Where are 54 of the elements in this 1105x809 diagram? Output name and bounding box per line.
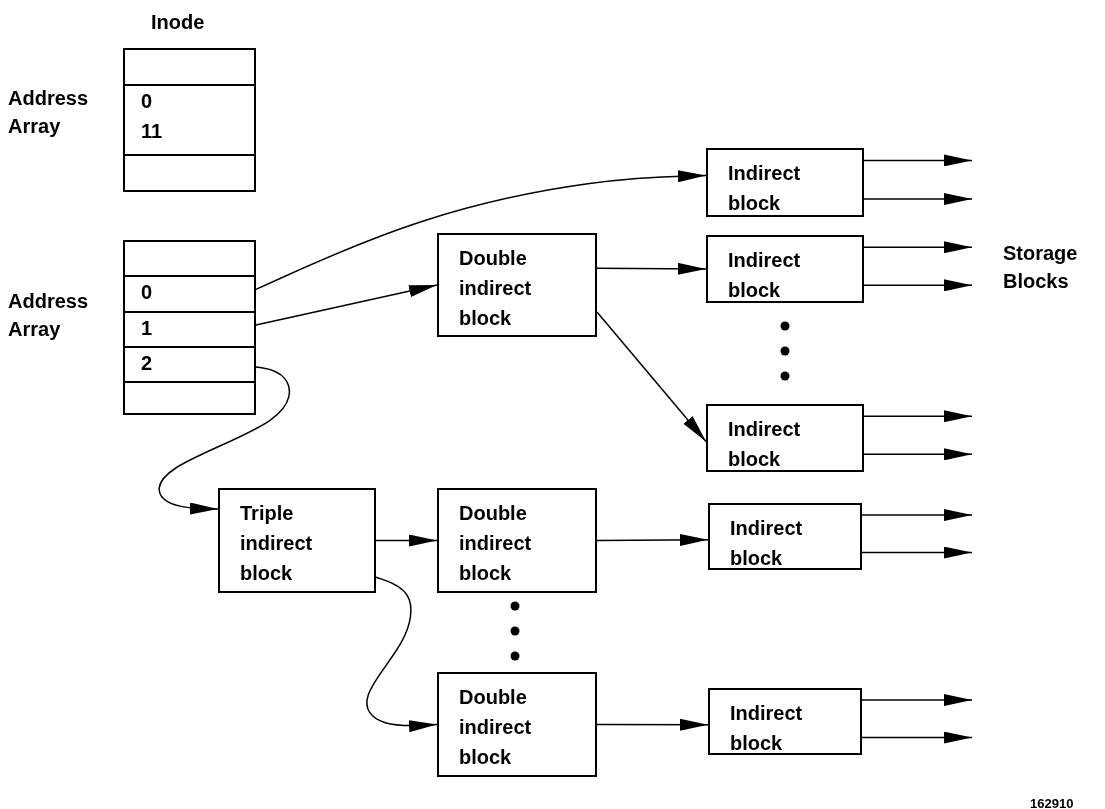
arrow: [596, 262, 707, 275]
array-index: 1: [141, 316, 154, 341]
array-index: 0: [141, 280, 154, 305]
figure-number: 162910: [1030, 795, 1074, 809]
block-box: [706, 235, 864, 303]
arrow: [596, 718, 709, 731]
block-box: [708, 688, 862, 755]
array-cell: [123, 311, 256, 348]
pointer-arrow: [861, 509, 973, 522]
pointer-arrow: [863, 193, 973, 206]
block-label: Indirect block: [730, 516, 804, 571]
block-label: Triple indirect block: [240, 501, 314, 586]
array-cell: [123, 381, 256, 415]
block-label: Double indirect block: [459, 246, 533, 331]
block-label: Indirect block: [728, 161, 802, 216]
pointer-arrow: [861, 694, 973, 707]
pointer-arrow: [861, 731, 973, 744]
array-cell: [123, 346, 256, 383]
storage-label: Storage Blocks: [1003, 241, 1079, 294]
block-box: [437, 672, 597, 777]
arrow: [158, 366, 291, 515]
block-label: Indirect block: [728, 248, 802, 303]
pointer-arrow: [863, 448, 973, 461]
array-cell: [123, 240, 256, 277]
arrow: [596, 311, 707, 443]
block-box: [218, 488, 376, 593]
array-label: Address Array: [8, 289, 88, 342]
array-index: 0 11: [141, 89, 164, 144]
pointer-arrow: [863, 279, 973, 292]
arrow: [255, 284, 438, 326]
block-label: Indirect block: [730, 701, 804, 756]
arrow: [255, 170, 707, 291]
block-box: [708, 503, 862, 570]
arrow: [375, 534, 438, 547]
array-cell: [123, 275, 256, 313]
block-label: Indirect block: [728, 417, 802, 472]
block-label: Double indirect block: [459, 501, 533, 586]
pointer-arrow: [863, 410, 973, 423]
array-label: Address Array: [8, 86, 88, 139]
array-index: 2: [141, 351, 154, 376]
array-cell: [123, 154, 256, 192]
block-box: [437, 233, 597, 337]
pointer-arrow: [861, 546, 973, 559]
block-box: [437, 488, 597, 593]
array-cell: [123, 48, 256, 86]
heading: Inode: [151, 10, 205, 35]
array-cell: [123, 84, 256, 156]
pointer-arrow: [863, 154, 973, 167]
block-box: [706, 404, 864, 472]
block-box: [706, 148, 864, 217]
arrow: [366, 576, 438, 733]
pointer-arrow: [863, 241, 973, 254]
arrow: [596, 534, 709, 546]
block-label: Double indirect block: [459, 685, 533, 770]
